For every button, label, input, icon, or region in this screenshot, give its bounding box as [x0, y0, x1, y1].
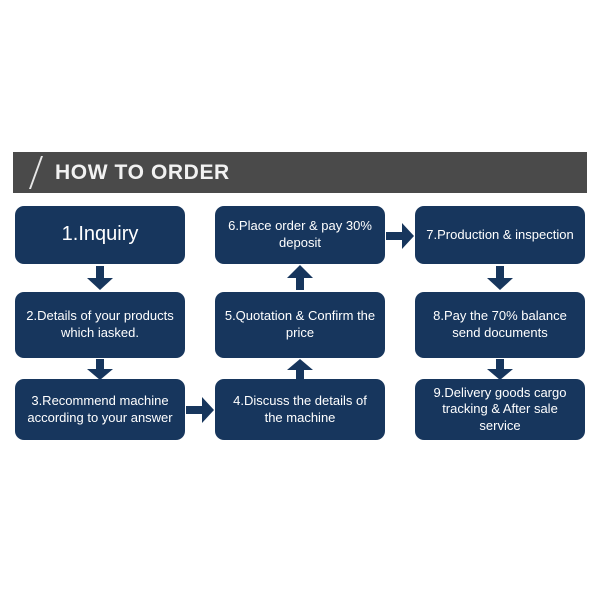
- flow-step-3[interactable]: 3.Recommend machine according to your an…: [15, 379, 185, 440]
- flow-step-8[interactable]: 8.Pay the 70% balance send documents: [415, 292, 585, 358]
- flow-step-2[interactable]: 2.Details of your products which iasked.: [15, 292, 185, 358]
- flow-step-4[interactable]: 4.Discuss the details of the machine: [215, 379, 385, 440]
- diagonal-slash-icon: [28, 156, 44, 189]
- arrow-7-to-8: [486, 266, 514, 291]
- arrow-4-to-5: [286, 359, 314, 381]
- arrow-8-to-9: [486, 359, 514, 381]
- page-title: HOW TO ORDER: [55, 160, 230, 184]
- flow-step-6[interactable]: 6.Place order & pay 30% deposit: [215, 206, 385, 264]
- arrow-1-to-2: [86, 266, 114, 291]
- arrow-5-to-6: [286, 265, 314, 291]
- flow-step-5[interactable]: 5.Quotation & Confirm the price: [215, 292, 385, 358]
- flow-step-1[interactable]: 1.Inquiry: [15, 206, 185, 264]
- flow-step-9[interactable]: 9.Delivery goods cargo tracking & After …: [415, 379, 585, 440]
- section-header-bar: HOW TO ORDER: [13, 152, 587, 193]
- arrow-3-to-4: [186, 396, 215, 424]
- arrow-2-to-3: [86, 359, 114, 381]
- flow-step-7[interactable]: 7.Production & inspection: [415, 206, 585, 264]
- arrow-6-to-7: [386, 222, 415, 250]
